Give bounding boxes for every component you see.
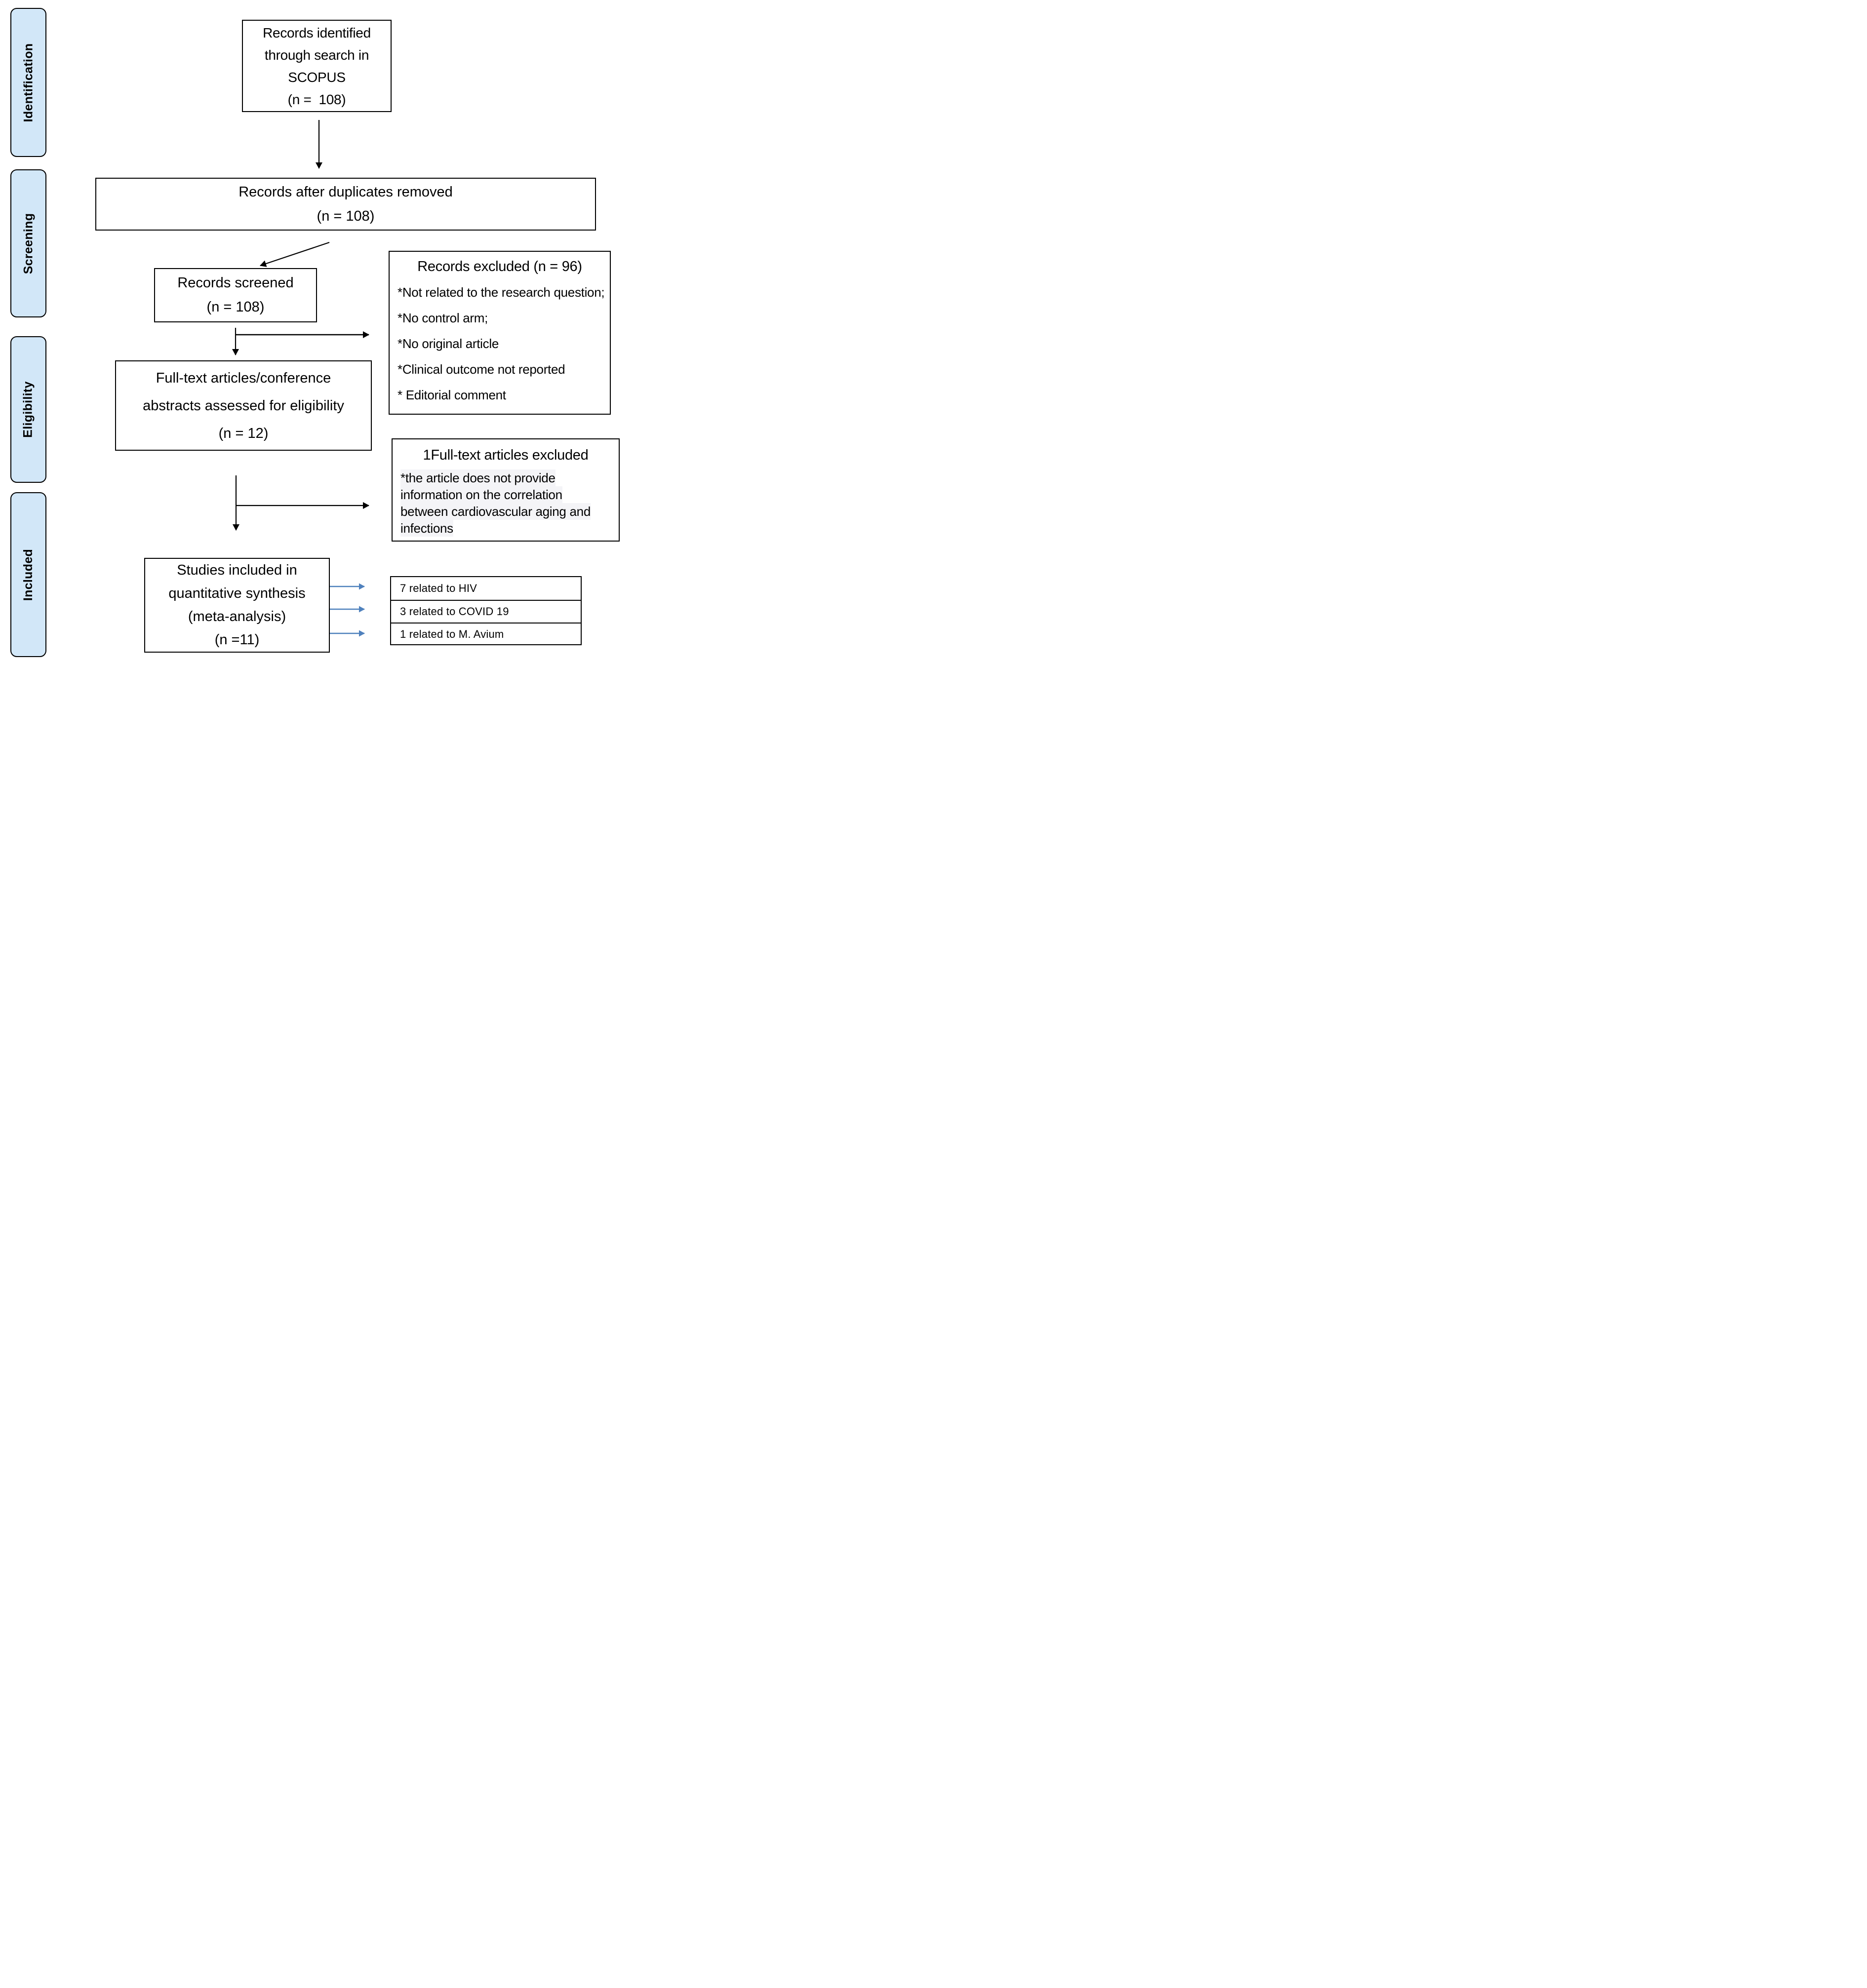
box-records-identified: Records identified through search in SCO… xyxy=(242,20,392,112)
stage-eligibility-label: Eligibility xyxy=(21,381,36,438)
box-records-identified-line: Records identified xyxy=(263,25,371,40)
box-records-after-duplicates-line: Records after duplicates removed xyxy=(238,184,453,200)
exclusion-reason: *Not related to the research question; xyxy=(397,285,605,300)
box-records-identified-line: SCOPUS xyxy=(288,69,346,85)
arrow-dedup-to-screened xyxy=(260,241,330,267)
stage-included-label: Included xyxy=(21,548,35,601)
box-fulltext-assessed-count: (n = 12) xyxy=(218,425,269,441)
box-fulltext-assessed: Full-text articles/conference abstracts … xyxy=(115,360,372,451)
box-records-excluded-title: Records excluded (n = 96) xyxy=(417,259,582,274)
stage-identification: Identification xyxy=(10,8,46,157)
stage-screening: Screening xyxy=(10,169,46,317)
box-studies-included-line: quantitative synthesis xyxy=(168,585,306,601)
box-fulltext-assessed-line: abstracts assessed for eligibility xyxy=(143,397,344,414)
box-records-after-duplicates-count: (n = 108) xyxy=(317,208,375,224)
fulltext-exclusion-reason: *the article does not provide informatio… xyxy=(400,469,591,537)
stage-identification-label: Identification xyxy=(21,43,36,122)
exclusion-reason: *No original article xyxy=(397,336,499,351)
table-row-covid-label: 3 related to COVID 19 xyxy=(400,605,509,618)
table-row-hiv-label: 7 related to HIV xyxy=(400,582,477,594)
table-row-covid: 3 related to COVID 19 xyxy=(391,600,581,623)
box-records-identified-line: through search in xyxy=(264,47,369,63)
included-breakdown-table: 7 related to HIV 3 related to COVID 19 1… xyxy=(390,576,582,645)
box-studies-included-count: (n =11) xyxy=(214,632,260,648)
box-records-identified-count: (n = 108) xyxy=(287,91,346,107)
box-studies-included-line: Studies included in xyxy=(177,562,297,578)
box-records-after-duplicates: Records after duplicates removed (n = 10… xyxy=(95,178,596,231)
exclusion-reason: *No control arm; xyxy=(397,311,488,325)
stage-included: Included xyxy=(10,492,46,657)
box-fulltext-excluded: 1Full-text articles excluded *the articl… xyxy=(392,438,620,542)
exclusion-reason: *Clinical outcome not reported xyxy=(397,362,565,377)
prisma-flow-diagram: Identification Screening Eligibility Inc… xyxy=(0,0,622,663)
stage-screening-label: Screening xyxy=(21,213,36,274)
exclusion-reason: * Editorial comment xyxy=(397,388,506,402)
box-records-screened: Records screened (n = 108) xyxy=(154,268,317,322)
table-row-mavium: 1 related to M. Avium xyxy=(391,623,581,645)
table-row-hiv: 7 related to HIV xyxy=(391,577,581,600)
box-records-screened-count: (n = 108) xyxy=(206,299,265,315)
box-studies-included-line: (meta-analysis) xyxy=(188,609,286,624)
box-records-screened-line: Records screened xyxy=(177,275,294,291)
table-row-mavium-label: 1 related to M. Avium xyxy=(400,627,504,640)
stage-eligibility: Eligibility xyxy=(10,336,46,483)
box-studies-included: Studies included in quantitative synthes… xyxy=(144,558,330,653)
box-fulltext-assessed-line: Full-text articles/conference xyxy=(156,370,331,386)
box-fulltext-excluded-title: 1Full-text articles excluded xyxy=(423,447,589,463)
box-records-excluded: Records excluded (n = 96) *Not related t… xyxy=(389,251,611,415)
